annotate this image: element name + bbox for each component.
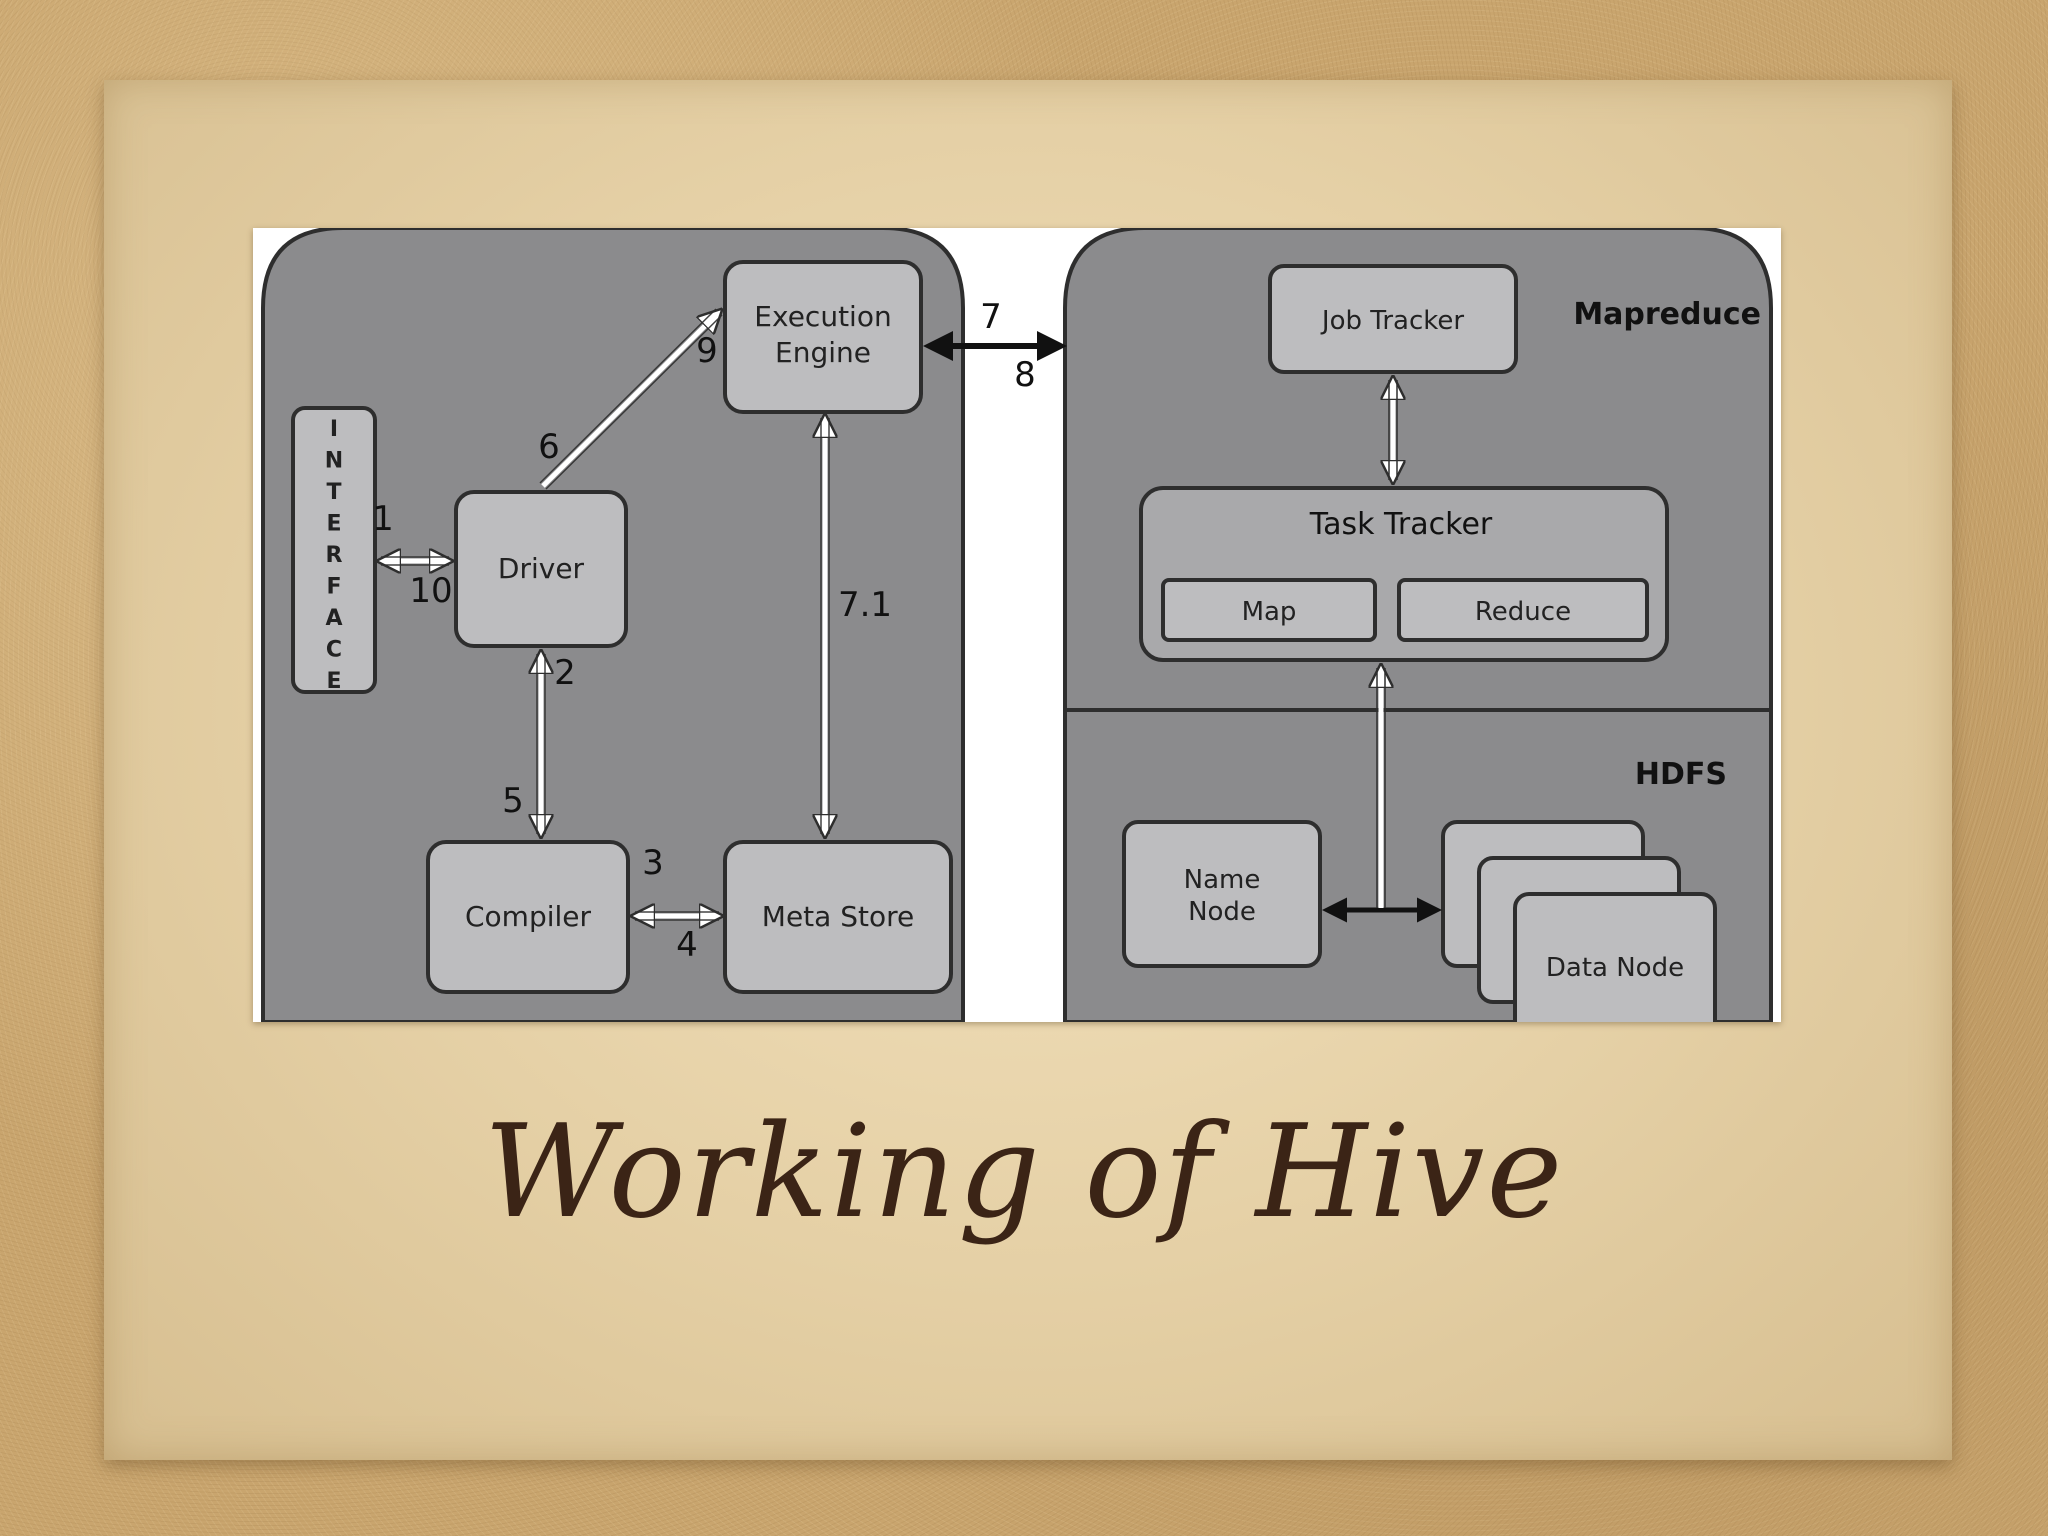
interface-letter: R xyxy=(326,543,343,568)
driver-label: Driver xyxy=(498,552,585,585)
data-node-box-front xyxy=(1513,892,1717,1022)
meta-store-label: Meta Store xyxy=(762,900,914,933)
interface-box xyxy=(291,406,377,694)
compiler-label: Compiler xyxy=(465,900,592,933)
interface-letter: A xyxy=(325,606,342,631)
step-label-2: 2 xyxy=(554,653,576,693)
map-label: Map xyxy=(1242,597,1297,627)
slide-title: Working of Hive xyxy=(483,1098,1565,1247)
map-box xyxy=(1161,578,1377,642)
reduce-box xyxy=(1397,578,1649,642)
step-label-9: 9 xyxy=(696,331,718,371)
interface-letter: I xyxy=(330,417,338,442)
interface-letter: E xyxy=(326,669,341,694)
data-node-label: Data Node xyxy=(1546,953,1684,983)
name-node-box xyxy=(1122,820,1322,968)
reduce-label: Reduce xyxy=(1475,597,1571,627)
step-label-1: 1 xyxy=(372,499,394,539)
execution-engine-box xyxy=(723,260,923,414)
step-label-5: 5 xyxy=(502,781,524,821)
mapreduce-section-label: Mapreduce xyxy=(1573,297,1761,332)
interface-letter: N xyxy=(325,449,343,474)
interface-letter: E xyxy=(326,512,341,537)
driver-box xyxy=(454,490,628,648)
name-node-label-line2: Node xyxy=(1188,897,1256,927)
execution-engine-label-line1: Execution xyxy=(754,300,891,333)
meta-store-box xyxy=(723,840,953,994)
arrow-driver-engine xyxy=(541,312,719,488)
step-label-7-1: 7.1 xyxy=(838,585,892,625)
step-label-10: 10 xyxy=(409,571,452,611)
step-label-8: 8 xyxy=(1014,355,1036,395)
job-tracker-label: Job Tracker xyxy=(1320,306,1464,336)
interface-letter: T xyxy=(326,480,341,505)
step-label-3: 3 xyxy=(642,843,664,883)
execution-engine-label-line2: Engine xyxy=(775,336,871,369)
job-tracker-box xyxy=(1268,264,1518,374)
name-node-label-line1: Name xyxy=(1184,865,1261,895)
step-label-4: 4 xyxy=(676,925,698,965)
interface-letter: C xyxy=(326,638,342,663)
compiler-box xyxy=(426,840,630,994)
task-tracker-label: Task Tracker xyxy=(1309,507,1493,542)
interface-letter: F xyxy=(326,575,341,600)
step-label-7: 7 xyxy=(980,297,1002,337)
step-label-6: 6 xyxy=(538,427,560,467)
hdfs-section-label: HDFS xyxy=(1635,757,1727,792)
